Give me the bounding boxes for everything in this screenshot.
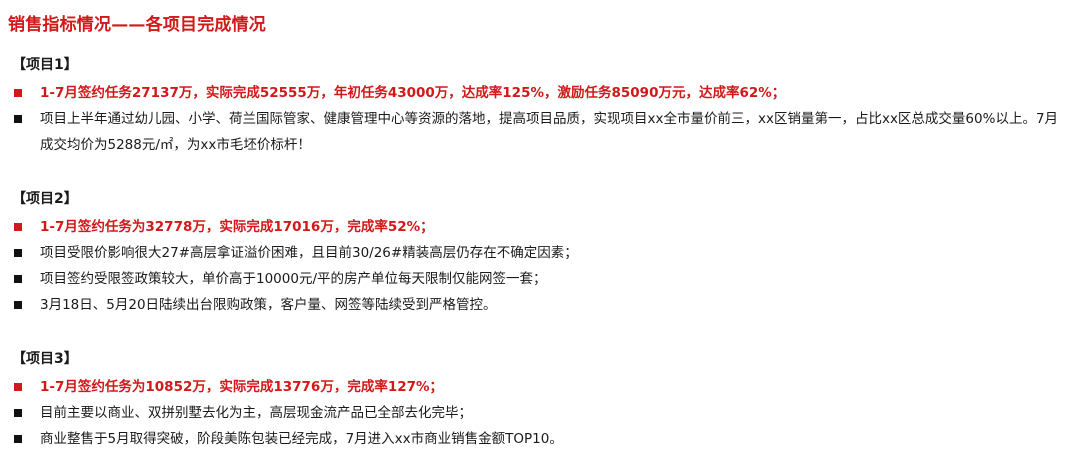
project-2-bullet: 项目受限价影响很大27#高层拿证溢价困难，且目前30/26#精装高层仍存在不确定… [12,240,578,266]
project-1-highlight: 1-7月签约任务27137万，实际完成52555万，年初任务43000万，达成率… [12,80,1070,106]
square-bullet-icon [14,383,22,391]
page-title: 销售指标情况——各项目完成情况 [8,15,266,35]
project-1-highlight-text: 1-7月签约任务27137万，实际完成52555万，年初任务43000万，达成率… [40,85,786,101]
square-bullet-icon [14,223,22,231]
project-3-bullet: 目前主要以商业、双拼别墅去化为主，高层现金流产品已全部去化完毕； [12,400,563,426]
project-1-heading: 【项目1】 [12,57,78,73]
project-3-heading: 【项目3】 [12,351,78,367]
project-2-bullet-text: 项目受限价影响很大27#高层拿证溢价困难，且目前30/26#精装高层仍存在不确定… [40,245,578,261]
project-2-section: 【项目2】 1-7月签约任务为32778万，实际完成17016万，完成率52%；… [12,188,578,318]
project-1-section: 【项目1】 1-7月签约任务27137万，实际完成52555万，年初任务4300… [12,54,1070,158]
project-3-bullet-text: 商业整售于5月取得突破，阶段美陈包装已经完成，7月进入xx市商业销售金额TOP1… [40,431,563,447]
project-3-bullet: 商业整售于5月取得突破，阶段美陈包装已经完成，7月进入xx市商业销售金额TOP1… [12,426,563,452]
square-bullet-icon [14,89,22,97]
square-bullet-icon [14,249,22,257]
project-2-bullet-text: 项目签约受限签政策较大，单价高于10000元/平的房产单位每天限制仅能网签一套； [40,271,547,287]
project-3-highlight: 1-7月签约任务为10852万，实际完成13776万，完成率127%； [12,374,563,400]
project-2-bullet: 项目签约受限签政策较大，单价高于10000元/平的房产单位每天限制仅能网签一套； [12,266,578,292]
square-bullet-icon [14,409,22,417]
project-1-bullet: 项目上半年通过幼儿园、小学、荷兰国际管家、健康管理中心等资源的落地，提高项目品质… [12,106,1070,158]
square-bullet-icon [14,115,22,123]
project-2-bullet: 3月18日、5月20日陆续出台限购政策，客户量、网签等陆续受到严格管控。 [12,292,578,318]
project-2-highlight: 1-7月签约任务为32778万，实际完成17016万，完成率52%； [12,214,578,240]
square-bullet-icon [14,275,22,283]
project-3-highlight-text: 1-7月签约任务为10852万，实际完成13776万，完成率127%； [40,379,444,395]
square-bullet-icon [14,435,22,443]
square-bullet-icon [14,301,22,309]
project-3-bullet-text: 目前主要以商业、双拼别墅去化为主，高层现金流产品已全部去化完毕； [40,405,472,421]
project-3-section: 【项目3】 1-7月签约任务为10852万，实际完成13776万，完成率127%… [12,348,563,452]
project-1-bullet-text: 项目上半年通过幼儿园、小学、荷兰国际管家、健康管理中心等资源的落地，提高项目品质… [40,111,1059,153]
project-2-heading: 【项目2】 [12,191,78,207]
project-2-bullet-text: 3月18日、5月20日陆续出台限购政策，客户量、网签等陆续受到严格管控。 [40,297,497,313]
project-2-highlight-text: 1-7月签约任务为32778万，实际完成17016万，完成率52%； [40,219,434,235]
